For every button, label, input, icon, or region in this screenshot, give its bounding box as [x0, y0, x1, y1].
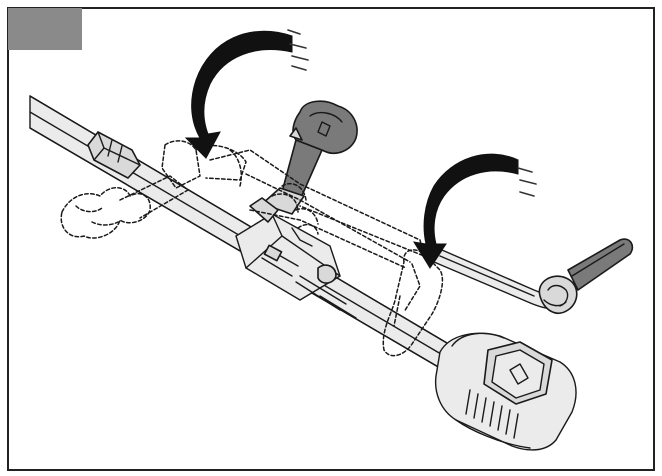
rear-handle — [433, 238, 634, 314]
battery-housing — [434, 332, 577, 451]
rotation-arrow-front — [184, 29, 309, 159]
shaft-coupling — [87, 131, 141, 179]
front-handle — [261, 100, 358, 215]
rotation-arrow-rear — [412, 153, 537, 269]
handle-clamp — [235, 197, 357, 319]
step-marker — [8, 8, 82, 50]
rear-handle-ghost — [209, 149, 444, 357]
